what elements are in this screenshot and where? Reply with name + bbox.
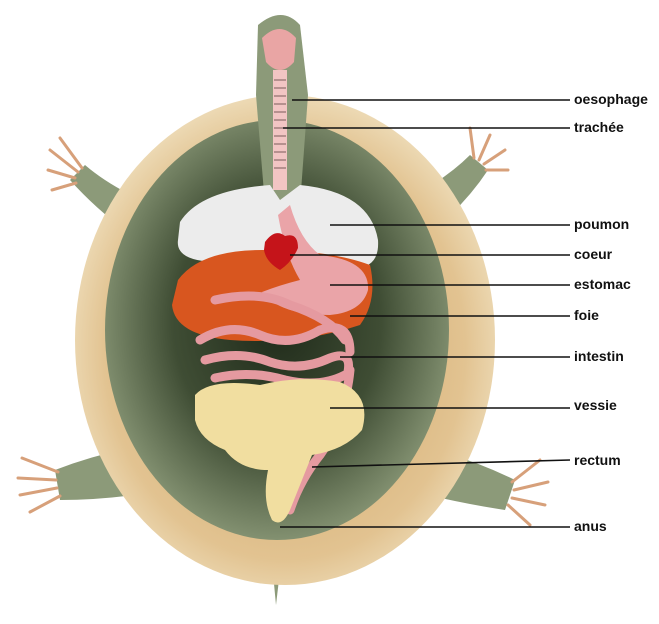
label-estomac: estomac <box>574 276 631 292</box>
label-foie: foie <box>574 307 599 323</box>
label-poumon: poumon <box>574 216 629 232</box>
label-oesophage: oesophage <box>574 91 648 107</box>
label-vessie: vessie <box>574 397 617 413</box>
label-intestin: intestin <box>574 348 624 364</box>
leader-rectum <box>312 460 570 467</box>
label-anus: anus <box>574 518 607 534</box>
label-coeur: coeur <box>574 246 612 262</box>
label-rectum: rectum <box>574 452 621 468</box>
label-trachee: trachée <box>574 119 624 135</box>
